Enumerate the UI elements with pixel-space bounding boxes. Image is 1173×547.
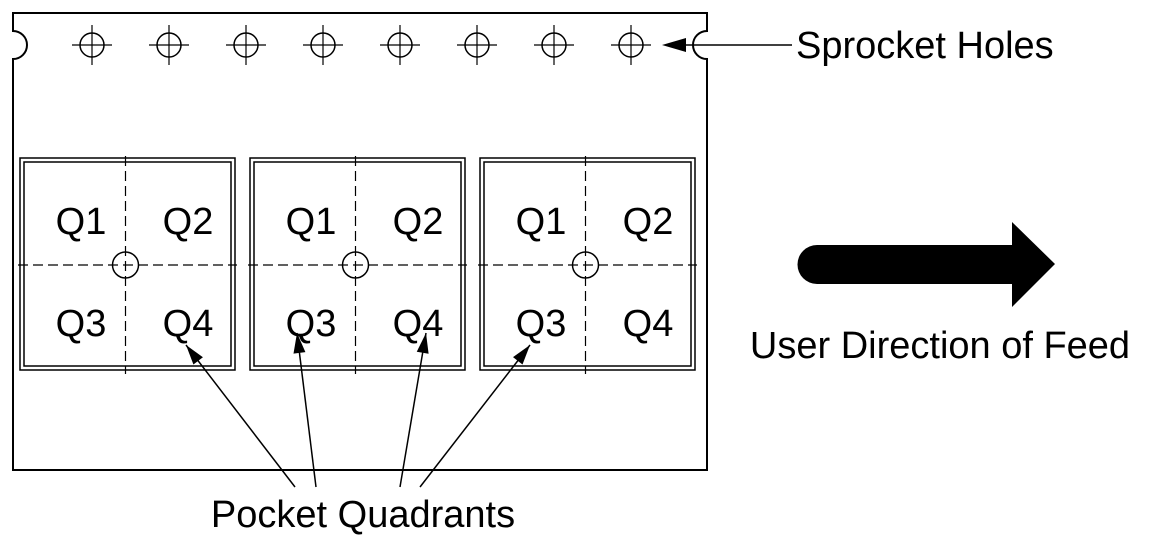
sprocket-hole (149, 25, 189, 65)
pocket-quadrant-leader (399, 332, 429, 488)
quadrant-label-q1: Q1 (516, 201, 567, 243)
pocket-quadrant-leader (293, 332, 317, 488)
quadrant-label-q4: Q4 (163, 303, 214, 345)
sprocket-hole (303, 25, 343, 65)
sprocket-holes-label: Sprocket Holes (796, 25, 1054, 67)
sprocket-holes-leader (662, 38, 792, 52)
carrier-tape-outline (12, 12, 708, 471)
quadrant-label-q2: Q2 (393, 201, 444, 243)
quadrant-label-q4: Q4 (623, 303, 674, 345)
quadrant-label-q3: Q3 (516, 303, 567, 345)
sprocket-holes (72, 25, 651, 65)
pocket-quadrant-leader (419, 344, 531, 488)
pocket-quadrants-leaders (185, 332, 531, 488)
sprocket-hole (380, 25, 420, 65)
pocket-quadrant-leader (185, 344, 296, 488)
quadrant-label-q2: Q2 (623, 201, 674, 243)
quadrant-label-q3: Q3 (56, 303, 107, 345)
quadrant-label-q1: Q1 (286, 201, 337, 243)
sprocket-hole (457, 25, 497, 65)
quadrant-label-q3: Q3 (286, 303, 337, 345)
pocket-quadrants-label: Pocket Quadrants (211, 494, 515, 536)
feed-direction-label: User Direction of Feed (750, 325, 1130, 367)
sprocket-hole (226, 25, 266, 65)
sprocket-hole (534, 25, 574, 65)
feed-direction-arrow (797, 222, 1055, 307)
quadrant-label-q2: Q2 (163, 201, 214, 243)
sprocket-hole (611, 25, 651, 65)
quadrant-label-q1: Q1 (56, 201, 107, 243)
sprocket-hole (72, 25, 112, 65)
quadrant-label-q4: Q4 (393, 303, 444, 345)
